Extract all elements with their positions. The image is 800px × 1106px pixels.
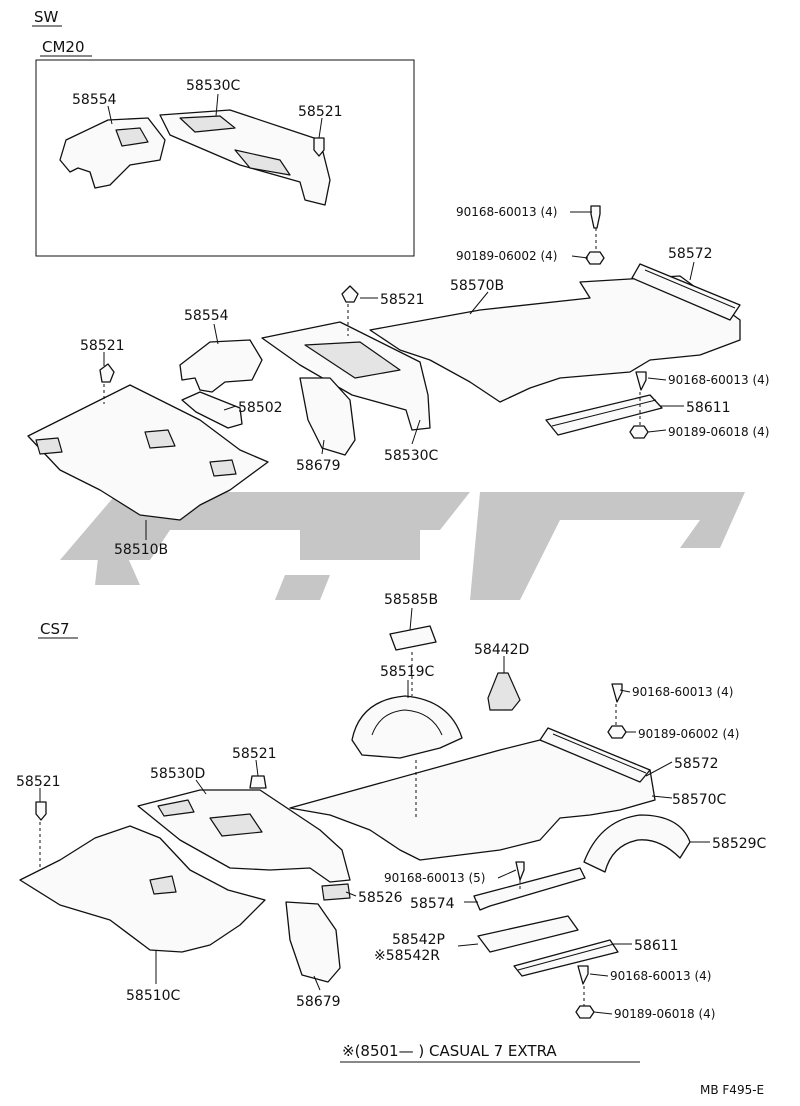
- part-58572-sw: [631, 263, 741, 321]
- label-58570B: 58570B: [450, 278, 504, 294]
- label-58530C-sw: 58530C: [384, 448, 439, 464]
- part-58510B: [27, 384, 269, 521]
- label-58554-sw: 58554: [184, 308, 229, 324]
- part-58526: [321, 883, 351, 901]
- label-90168-cs7-bottom: 90168-60013 (4): [610, 969, 712, 983]
- label-58611-sw: 58611: [686, 400, 731, 416]
- part-58510C: [19, 825, 266, 953]
- label-90168-cs7-mid: 90168-60013 (5): [384, 871, 486, 885]
- part-58502: [181, 391, 243, 429]
- part-58542P: [477, 915, 579, 953]
- part-58570B: [369, 275, 741, 403]
- label-90189-sw-bottom: 90189-06018 (4): [668, 425, 770, 439]
- label-58679-cs7: 58679: [296, 994, 341, 1010]
- part-58572-cs7: [539, 727, 651, 783]
- label-58442D: 58442D: [474, 642, 529, 658]
- part-58611-cs7: [513, 939, 619, 977]
- footnote: ※(8501— ) CASUAL 7 EXTRA: [342, 1042, 557, 1060]
- part-58611-sw: [545, 394, 663, 436]
- part-58530C-sw: [261, 321, 431, 431]
- part-58521-cm20: [313, 137, 325, 157]
- label-90189-cs7-bottom: 90189-06018 (4): [614, 1007, 716, 1021]
- part-58530C-cm20: [159, 109, 331, 206]
- label-58542P: 58542P: [392, 932, 445, 948]
- fastener-bolts: [35, 205, 649, 1019]
- label-58530C-cm20: 58530C: [186, 78, 241, 94]
- label-58510C: 58510C: [126, 988, 181, 1004]
- part-58679-sw: [299, 377, 356, 456]
- label-58679-sw: 58679: [296, 458, 341, 474]
- label-58529C: 58529C: [712, 836, 767, 852]
- part-58679-cs7: [285, 901, 341, 983]
- cm20-box: [35, 59, 415, 257]
- label-58611-cs7: 58611: [634, 938, 679, 954]
- label-58521-sw-b: 58521: [80, 338, 125, 354]
- part-58585B: [389, 625, 437, 651]
- part-58529C: [583, 814, 691, 873]
- dashed-lines: [39, 228, 641, 1006]
- label-58574: 58574: [410, 896, 455, 912]
- part-58442D: [487, 672, 521, 711]
- label-58572-cs7: 58572: [674, 756, 719, 772]
- label-58585B: 58585B: [384, 592, 438, 608]
- label-90168-sw-top: 90168-60013 (4): [456, 205, 558, 219]
- label-58542R: ※58542R: [374, 948, 440, 964]
- section-sw: SW: [34, 8, 59, 26]
- label-58521-cs7-a: 58521: [232, 746, 277, 762]
- label-58572-sw: 58572: [668, 246, 713, 262]
- label-90168-cs7-top: 90168-60013 (4): [632, 685, 734, 699]
- label-58530D: 58530D: [150, 766, 205, 782]
- label-58510B: 58510B: [114, 542, 168, 558]
- part-58530D: [137, 789, 351, 883]
- section-cs7: CS7: [40, 620, 70, 638]
- label-90189-sw-top: 90189-06002 (4): [456, 249, 558, 263]
- label-58554-cm20: 58554: [72, 92, 117, 108]
- part-58574: [473, 867, 586, 911]
- label-58521-cs7-b: 58521: [16, 774, 61, 790]
- label-58519C: 58519C: [380, 664, 435, 680]
- figure-code: MB F495-E: [700, 1083, 764, 1097]
- label-58570C: 58570C: [672, 792, 727, 808]
- part-labels: 58554 58530C 58521 90168-60013 (4) 90189…: [16, 78, 770, 1021]
- label-90189-cs7-top: 90189-06002 (4): [638, 727, 740, 741]
- label-58521-sw-a: 58521: [380, 292, 425, 308]
- label-58502: 58502: [238, 400, 283, 416]
- section-cm20: CM20: [42, 38, 85, 56]
- part-58554-sw: [179, 339, 263, 393]
- label-58521-cm20: 58521: [298, 104, 343, 120]
- label-58526: 58526: [358, 890, 403, 906]
- part-58554-cm20: [59, 117, 166, 189]
- leader-lines: [39, 93, 710, 1015]
- part-58519C: [351, 695, 463, 759]
- label-90168-sw-bottom: 90168-60013 (4): [668, 373, 770, 387]
